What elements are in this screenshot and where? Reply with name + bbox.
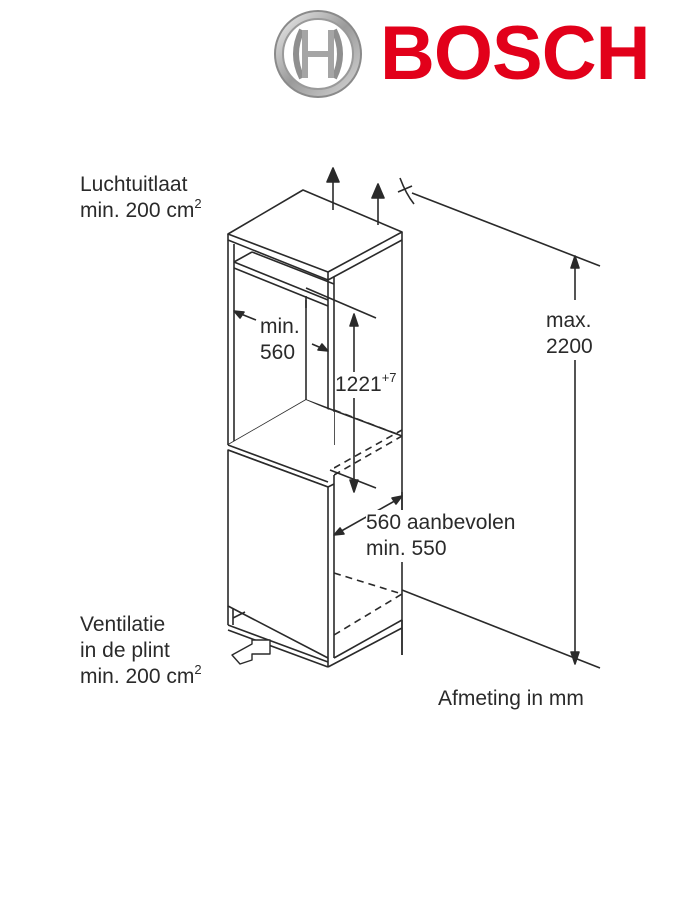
depth-label-line2: min. 550	[366, 537, 447, 560]
niche-width-label-line2: 560	[260, 341, 296, 364]
niche-width-dimension	[233, 310, 329, 352]
depth-label: 560 aanbevolen min. 550	[366, 510, 516, 562]
reference-symbol	[397, 177, 415, 205]
max-height-label-line1: max.	[546, 309, 592, 332]
max-height-label: max. 2200	[546, 308, 593, 360]
air-outlet-label: Luchtuitlaat min. 200 cm2	[80, 172, 202, 224]
brand-name: BOSCH	[380, 11, 650, 96]
plinth-ventilation-label: Ventilatie in de plint min. 200 cm2	[80, 612, 202, 690]
cabinet-top-panel	[227, 189, 403, 281]
air-outlet-label-line2: min. 200 cm	[80, 199, 195, 222]
dashed-hidden-lines	[333, 409, 403, 636]
niche-height-label: 1221+7	[335, 370, 397, 398]
max-height-dimension	[401, 192, 601, 669]
plinth-ventilation-superscript: 2	[194, 662, 202, 677]
niche-width-label: min. 560	[260, 314, 300, 366]
plinth-ventilation-line2: in de plint	[80, 639, 170, 662]
max-height-label-line2: 2200	[546, 335, 593, 358]
units-label: Afmeting in mm	[438, 687, 584, 710]
bosch-emblem-icon	[274, 10, 362, 98]
niche-height-value: 1221	[335, 373, 382, 396]
air-outlet-arrows	[326, 167, 385, 225]
niche-width-label-line1: min.	[260, 315, 300, 338]
niche-height-dimension	[305, 287, 377, 493]
air-outlet-label-line1: Luchtuitlaat	[80, 173, 188, 196]
plinth-vent-arrow	[231, 639, 271, 665]
bosch-logo: BOSCH	[272, 8, 657, 100]
niche-height-tolerance: +7	[381, 370, 397, 385]
plinth-ventilation-line3: min. 200 cm	[80, 665, 195, 688]
appliance-body	[227, 400, 403, 659]
plinth	[227, 606, 403, 668]
air-outlet-superscript: 2	[194, 196, 202, 211]
depth-label-line1: 560 aanbevolen	[366, 511, 516, 534]
plinth-ventilation-line1: Ventilatie	[80, 613, 166, 636]
